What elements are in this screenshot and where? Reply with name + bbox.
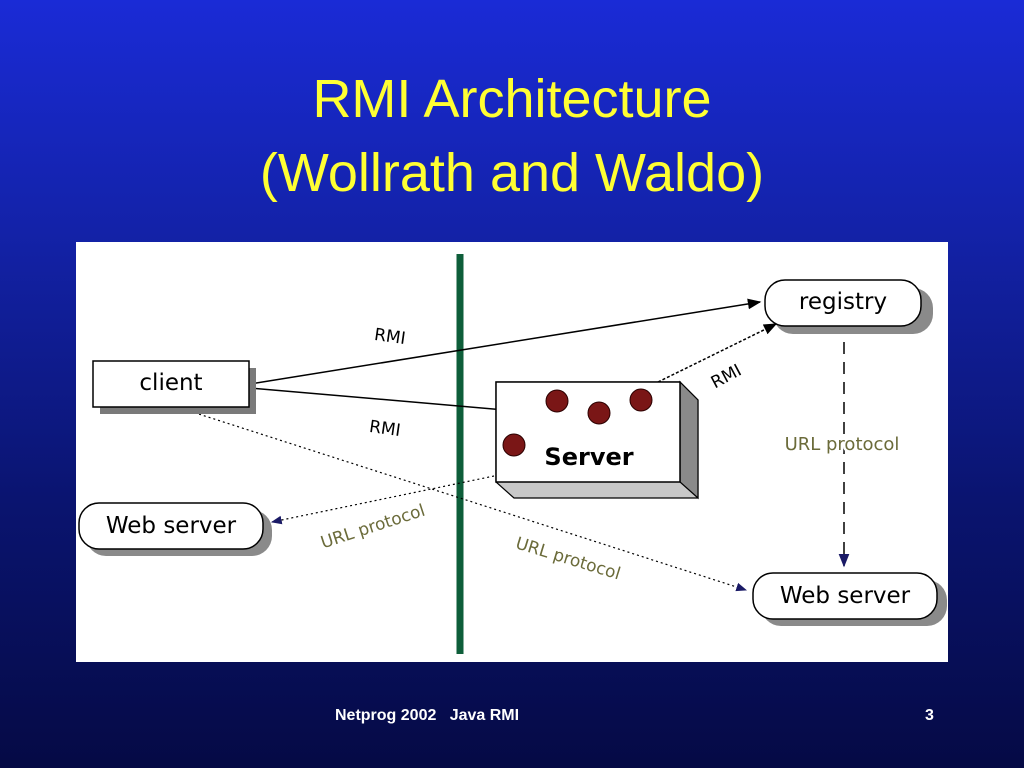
server-node: Server — [495, 380, 699, 500]
title-line-2: (Wollrath and Waldo) — [259, 143, 765, 203]
rmi-architecture-diagram: client registry Server Web server — [76, 242, 948, 662]
server-object-2 — [587, 401, 611, 425]
registry-node: registry — [764, 279, 933, 334]
client-node: client — [92, 360, 256, 414]
title-line-1: RMI Architecture — [312, 69, 712, 129]
slide-title: RMI Architecture (Wollrath and Waldo) — [0, 62, 1024, 210]
server-object-1 — [545, 389, 569, 413]
client-label: client — [139, 370, 202, 396]
web-server-right-label: Web server — [780, 583, 911, 609]
arrow-client-webserver-right — [179, 407, 748, 592]
label-server-webserver-left: URL protocol — [318, 501, 427, 554]
label-client-registry: RMI — [373, 325, 407, 349]
diagram-canvas: client registry Server Web server — [78, 254, 947, 654]
arrow-client-registry — [249, 298, 762, 385]
label-server-registry: RMI — [708, 361, 745, 393]
label-client-server: RMI — [368, 417, 402, 441]
label-registry-webserver: URL protocol — [785, 434, 900, 455]
web-server-right-node: Web server — [752, 572, 947, 626]
page-number: 3 — [925, 707, 934, 724]
label-client-webserver-right: URL protocol — [513, 534, 623, 585]
web-server-left-node: Web server — [78, 502, 272, 556]
arrow-server-registry — [657, 323, 778, 383]
footer-text: Netprog 2002 Java RMI — [335, 707, 520, 724]
server-object-3 — [629, 388, 653, 412]
web-server-left-label: Web server — [106, 513, 237, 539]
registry-label: registry — [799, 289, 887, 315]
server-label: Server — [544, 443, 633, 471]
arrow-client-server — [249, 387, 530, 417]
server-object-4 — [502, 433, 526, 457]
